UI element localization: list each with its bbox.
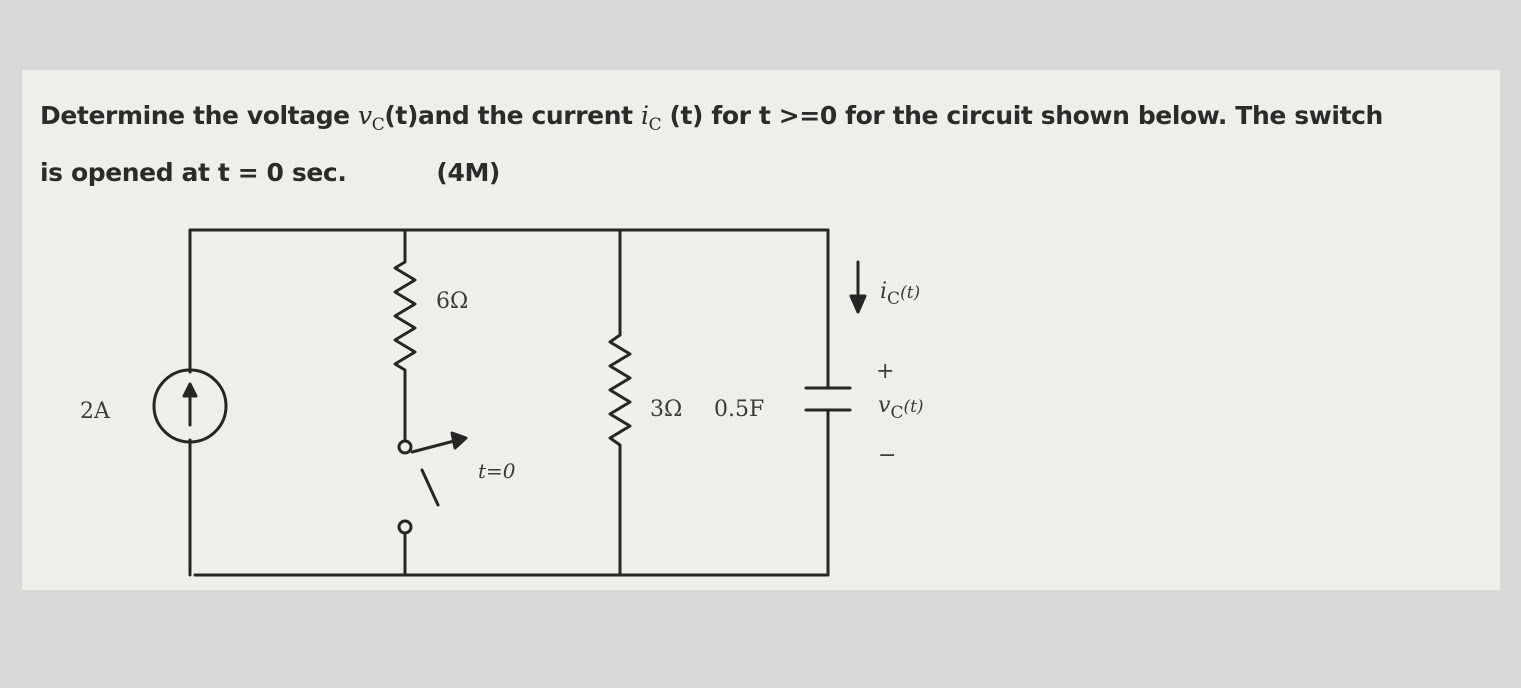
question-line-1: Determine the voltage vC(t)and the curre… [40, 92, 1500, 149]
question-text-part: Determine the voltage [40, 101, 359, 130]
question-text: Determine the voltage vC(t)and the curre… [40, 92, 1500, 196]
vc-subscript: C [371, 115, 385, 135]
current-source-circle [152, 368, 228, 444]
resistor-6-ohm [393, 228, 417, 442]
cap-label: 0.5F [714, 397, 764, 422]
current-source-arrowhead [182, 382, 198, 398]
switch-label: t=0 [478, 459, 516, 483]
ic-subscript: C [648, 115, 662, 135]
plus-sign: + [876, 359, 894, 384]
vc-symbol: vC [358, 101, 385, 135]
r2-label: 3Ω [650, 397, 682, 422]
marks-label: (4M) [436, 158, 500, 187]
switch-contact-bottom [397, 519, 413, 535]
question-text-part: is opened at t = 0 sec. [40, 158, 347, 187]
question-sheet [22, 70, 1500, 590]
resistor-3-ohm [608, 333, 632, 457]
ic-arrowhead [849, 294, 867, 314]
ic-letter: i [880, 279, 887, 304]
vc-subscript: C [890, 403, 903, 423]
ic-label: iC(t) [880, 279, 920, 309]
vc-letter: v [878, 393, 891, 418]
ic-argument: (t) [900, 283, 920, 303]
question-line-2: is opened at t = 0 sec. (4M) [40, 149, 1500, 196]
minus-sign: − [878, 443, 896, 468]
switch-contact-top [397, 439, 413, 455]
vc-letter: v [358, 101, 372, 130]
question-text-part: (t)and the current [384, 101, 641, 130]
source-label: 2A [80, 399, 111, 424]
question-text-part: (t) for t >=0 for the circuit shown belo… [661, 101, 1383, 130]
switch-blade [410, 438, 460, 507]
ic-letter: i [640, 101, 649, 130]
r1-label: 6Ω [436, 289, 468, 314]
vc-argument: (t) [903, 397, 923, 417]
switch-arrowhead [450, 431, 468, 450]
ic-subscript: C [887, 289, 900, 309]
vc-label: vC(t) [878, 393, 924, 423]
ic-symbol: iC [640, 101, 662, 135]
